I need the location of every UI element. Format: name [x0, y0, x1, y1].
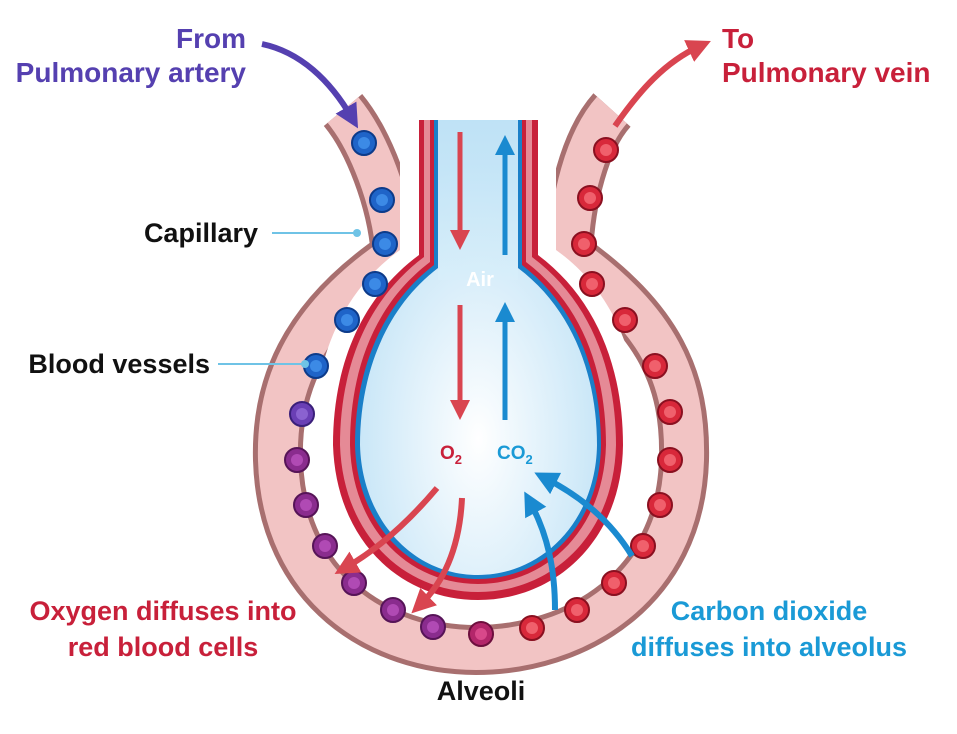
mixed-cell — [420, 614, 446, 640]
oxygenated-cell — [519, 615, 545, 641]
oxygen-diffusion-arrows — [334, 486, 465, 614]
artery-inflow-arrow — [261, 41, 359, 129]
capillary-leader — [272, 229, 361, 237]
pulmonary-artery-label: Pulmonary artery — [16, 57, 247, 88]
o2-label: O2 — [440, 443, 462, 467]
oxygenated-cell — [468, 621, 494, 647]
oxygenated-cell — [601, 570, 627, 596]
co2-diffusion-arrows — [524, 472, 635, 611]
mixed-cell — [284, 447, 310, 473]
from-label: From — [176, 23, 246, 54]
air-space — [360, 120, 597, 575]
oxygenated-cell — [647, 492, 673, 518]
mixed-cell — [289, 401, 315, 427]
deoxygenated-cell — [351, 130, 377, 156]
oxygenated-cell — [630, 533, 656, 559]
oxygenated-cell — [577, 185, 603, 211]
alveoli-label: Alveoli — [437, 676, 526, 706]
deoxygenated-cell — [372, 231, 398, 257]
mixed-cell — [293, 492, 319, 518]
blood-vessels-leader — [218, 360, 309, 368]
deoxygenated-cell — [362, 271, 388, 297]
air-label: Air — [466, 269, 494, 291]
co2-label: CO2 — [497, 443, 533, 467]
deoxygenated-cell — [334, 307, 360, 333]
pulmonary-vein-label: Pulmonary vein — [722, 57, 931, 88]
co2-diffusion-label: Carbon dioxide — [671, 596, 868, 626]
oxygenated-cell — [657, 447, 683, 473]
co2-diffusion-label-2: diffuses into alveolus — [631, 632, 907, 662]
mixed-cell — [380, 597, 406, 623]
mixed-cell — [341, 570, 367, 596]
vein-outflow-arrow — [612, 40, 711, 128]
oxygen-diffusion-label-2: red blood cells — [68, 632, 259, 662]
oxygenated-cell — [657, 399, 683, 425]
oxygenated-cell — [612, 307, 638, 333]
deoxygenated-cell — [369, 187, 395, 213]
mixed-cell — [312, 533, 338, 559]
oxygenated-cell — [579, 271, 605, 297]
oxygenated-cell — [642, 353, 668, 379]
blood-vessels-label: Blood vessels — [28, 349, 210, 379]
oxygenated-cell — [564, 597, 590, 623]
to-label: To — [722, 23, 754, 54]
oxygen-diffusion-label: Oxygen diffuses into — [29, 596, 296, 626]
capillary-label: Capillary — [144, 218, 258, 248]
oxygenated-cell — [593, 137, 619, 163]
oxygenated-cell — [571, 231, 597, 257]
blood-cells — [284, 130, 683, 647]
